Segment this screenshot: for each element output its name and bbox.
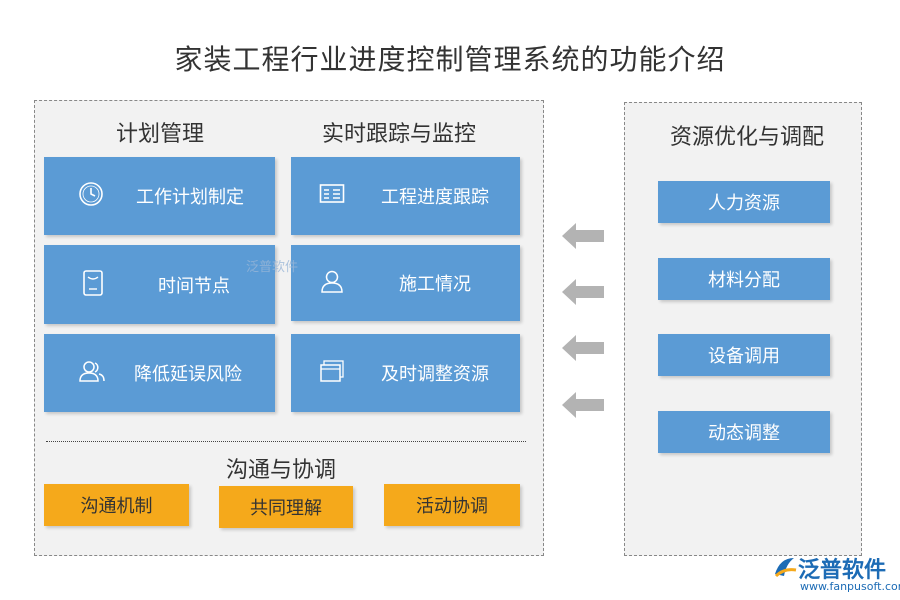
- brand-logo: 泛普软件 www.fanpusoft.com: [770, 550, 900, 594]
- plan-item-time-node: 时间节点: [44, 245, 275, 324]
- communication-heading: 沟通与协调: [226, 458, 337, 483]
- resources-heading: 资源优化与调配: [670, 125, 825, 150]
- resource-item: 动态调整: [658, 411, 830, 453]
- planning-heading: 计划管理: [116, 122, 205, 147]
- resource-item: 材料分配: [658, 258, 830, 300]
- track-item-label: 工程进度跟踪: [381, 187, 489, 208]
- board-icon: [319, 183, 345, 209]
- clock-icon: [78, 181, 104, 211]
- track-item-progress: 工程进度跟踪: [291, 157, 520, 235]
- track-item-label: 及时调整资源: [381, 364, 489, 385]
- communication-item: 活动协调: [384, 484, 520, 526]
- users-icon: [78, 359, 106, 387]
- page-title: 家装工程行业进度控制管理系统的功能介绍: [174, 43, 726, 76]
- left-arrow-icon: [562, 279, 604, 305]
- watermark: 泛普软件: [246, 260, 299, 275]
- resources-panel: [624, 102, 862, 556]
- divider: [46, 441, 526, 442]
- track-item-label: 施工情况: [399, 274, 471, 295]
- document-icon: [82, 269, 104, 301]
- resource-item: 人力资源: [658, 181, 830, 223]
- plan-item-label: 时间节点: [158, 275, 230, 297]
- plan-item-reduce-delay: 降低延误风险: [44, 334, 275, 412]
- logo-url: www.fanpusoft.com: [800, 580, 900, 593]
- communication-item: 沟通机制: [44, 484, 189, 526]
- left-arrow-icon: [562, 223, 604, 249]
- track-item-construction: 施工情况: [291, 245, 520, 321]
- tracking-heading: 实时跟踪与监控: [322, 122, 477, 147]
- left-arrow-icon: [562, 335, 604, 361]
- logo-name: 泛普软件: [798, 558, 887, 583]
- logo-mark-icon: [774, 558, 797, 578]
- window-icon: [319, 359, 345, 387]
- plan-item-label: 工作计划制定: [136, 187, 244, 208]
- resource-item: 设备调用: [658, 334, 830, 376]
- plan-item-work-plan: 工作计划制定: [44, 157, 275, 235]
- communication-item: 共同理解: [219, 486, 353, 528]
- left-arrow-icon: [562, 392, 604, 418]
- user-icon: [319, 269, 345, 297]
- plan-item-label: 降低延误风险: [134, 364, 242, 385]
- track-item-adjust: 及时调整资源: [291, 334, 520, 412]
